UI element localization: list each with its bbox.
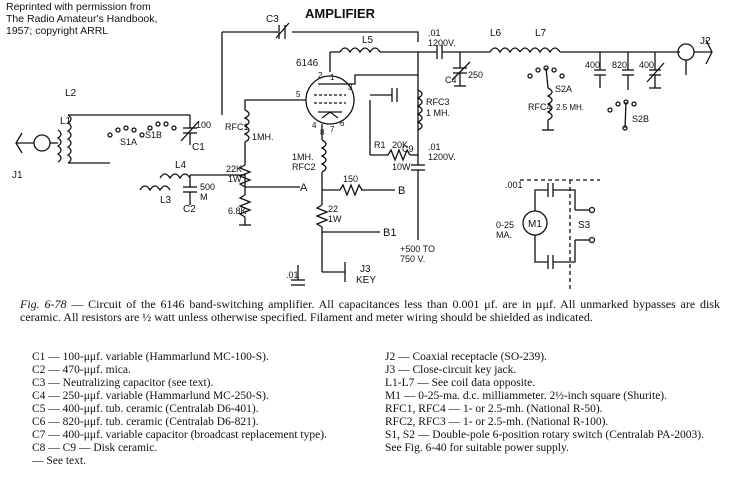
- s1b-label: S1B: [145, 130, 162, 140]
- r68k-value: 6.8K: [228, 206, 247, 216]
- terminal-b: B: [398, 185, 405, 197]
- terminal-a: A: [300, 182, 308, 194]
- l5-label: L5: [362, 35, 374, 46]
- key-bypass-value: .01: [286, 270, 299, 280]
- parts-item: — See text.: [32, 455, 86, 467]
- parts-item: C4 — 250-μμf. variable (Hammarlund MC-25…: [32, 390, 269, 402]
- l1-label: L1: [60, 116, 72, 127]
- l7-label: L7: [535, 28, 547, 39]
- c4-name: C4: [445, 75, 457, 85]
- rfc1-label: RFC1: [225, 122, 249, 132]
- tube-pin-3: 3: [348, 83, 353, 92]
- diagram-title: AMPLIFIER: [305, 6, 376, 21]
- parts-list-left: C1 — 100-μμf. variable (Hammarlund MC-10…: [32, 351, 372, 468]
- l4-label: L4: [175, 160, 187, 171]
- s2b-label: S2B: [632, 114, 649, 124]
- credit-line-3: 1957; copyright ARRL: [6, 25, 109, 37]
- c9-label: C9: [402, 144, 414, 154]
- j2-label: J2: [700, 36, 711, 47]
- parts-item: C3 — Neutralizing capacitor (see text).: [32, 377, 214, 389]
- meter-bypass-value: .001: [505, 180, 523, 190]
- c7-value: 400: [639, 60, 654, 70]
- rfc2-value: 1MH.: [292, 152, 314, 162]
- c1-value: 100: [196, 120, 211, 130]
- c6-value: 820: [612, 60, 627, 70]
- caption-text: — Circuit of the 6146 band-switching amp…: [20, 297, 720, 324]
- c1-label: C1: [192, 142, 205, 153]
- r22-value: 22: [328, 204, 338, 214]
- r150-value: 150: [343, 174, 358, 184]
- parts-item: C5 — 400-μμf. tub. ceramic (Centralab D6…: [32, 403, 259, 415]
- c3-label: C3: [266, 14, 279, 25]
- parts-item: M1 — 0-25-ma. d.c. milliammeter. 2½-inch…: [385, 390, 668, 402]
- r22-watts: 1W: [328, 214, 342, 224]
- parts-item: L1-L7 — See coil data opposite.: [385, 377, 536, 389]
- c2-label: C2: [183, 204, 196, 215]
- parts-list-right: J2 — Coaxial receptacle (SO-239). J3 — C…: [385, 351, 730, 455]
- s3-label: S3: [578, 220, 591, 231]
- credit-line-2: The Radio Amateur's Handbook,: [6, 13, 158, 25]
- parts-item: See Fig. 6-40 for suitable power supply.: [385, 442, 569, 454]
- parts-item: C1 — 100-μμf. variable (Hammarlund MC-10…: [32, 351, 269, 363]
- tube-pin-8: 8: [320, 128, 325, 137]
- tube-pin-7: 7: [330, 125, 335, 134]
- credit-line-1: Reprinted with permission from: [6, 1, 151, 13]
- c5-value: 400: [585, 60, 600, 70]
- parts-item: S1, S2 — Double-pole 6-position rotary s…: [385, 429, 704, 441]
- meter-label: M1: [528, 219, 542, 230]
- reprint-credit: Reprinted with permission from The Radio…: [6, 1, 206, 37]
- r22k-value: 22K: [226, 164, 242, 174]
- tube-pin-6: 6: [340, 119, 345, 128]
- tube-pin-1: 1: [330, 73, 335, 82]
- s1a-label: S1A: [120, 137, 137, 147]
- rfc4-value: 2.5 MH.: [556, 103, 584, 112]
- r1-value: 20K: [392, 140, 408, 150]
- rfc2-label: RFC2: [292, 162, 316, 172]
- l6-label: L6: [490, 28, 502, 39]
- figure-number: Fig. 6-78: [20, 297, 67, 311]
- parts-item: RFC2, RFC3 — 1- or 2.5-mh. (National R-1…: [385, 416, 609, 428]
- parts-item: J2 — Coaxial receptacle (SO-239).: [385, 351, 547, 363]
- tube-pin-5: 5: [296, 90, 301, 99]
- parts-item: C2 — 470-μμf. mica.: [32, 364, 131, 376]
- j1-label: J1: [12, 170, 23, 181]
- l2-label: L2: [65, 88, 77, 99]
- tube-pin-4: 4: [312, 121, 317, 130]
- parts-item: C8 — C9 — Disk ceramic.: [32, 442, 158, 454]
- j3-label: J3: [360, 264, 371, 275]
- l3-label: L3: [160, 195, 172, 206]
- parts-item: C6 — 820-μμf. tub. ceramic (Centralab D6…: [32, 416, 259, 428]
- rfc4-label: RFC4: [528, 102, 552, 112]
- c4-value: 250: [468, 70, 483, 80]
- terminal-b1: B1: [383, 227, 396, 239]
- rfc1-value: 1MH.: [252, 132, 274, 142]
- tube-label: 6146: [296, 58, 319, 69]
- s2a-label: S2A: [555, 84, 572, 94]
- r1-label: R1: [374, 140, 386, 150]
- parts-item: J3 — Close-circuit key jack.: [385, 364, 517, 376]
- parts-item: RFC1, RFC4 — 1- or 2.5-mh. (National R-5…: [385, 403, 603, 415]
- parts-item: C7 — 400-μμf. variable capacitor (broadc…: [32, 429, 327, 441]
- rfc3-label: RFC3: [426, 97, 450, 107]
- rfc3-value: 1 MH.: [426, 108, 450, 118]
- figure-caption: Fig. 6-78 — Circuit of the 6146 band-swi…: [20, 298, 720, 324]
- r22k-watts: 1W: [228, 174, 242, 184]
- tube-pin-2: 2: [318, 71, 323, 80]
- r1-watts: 10W: [392, 162, 411, 172]
- j3-key-label: KEY: [356, 275, 376, 286]
